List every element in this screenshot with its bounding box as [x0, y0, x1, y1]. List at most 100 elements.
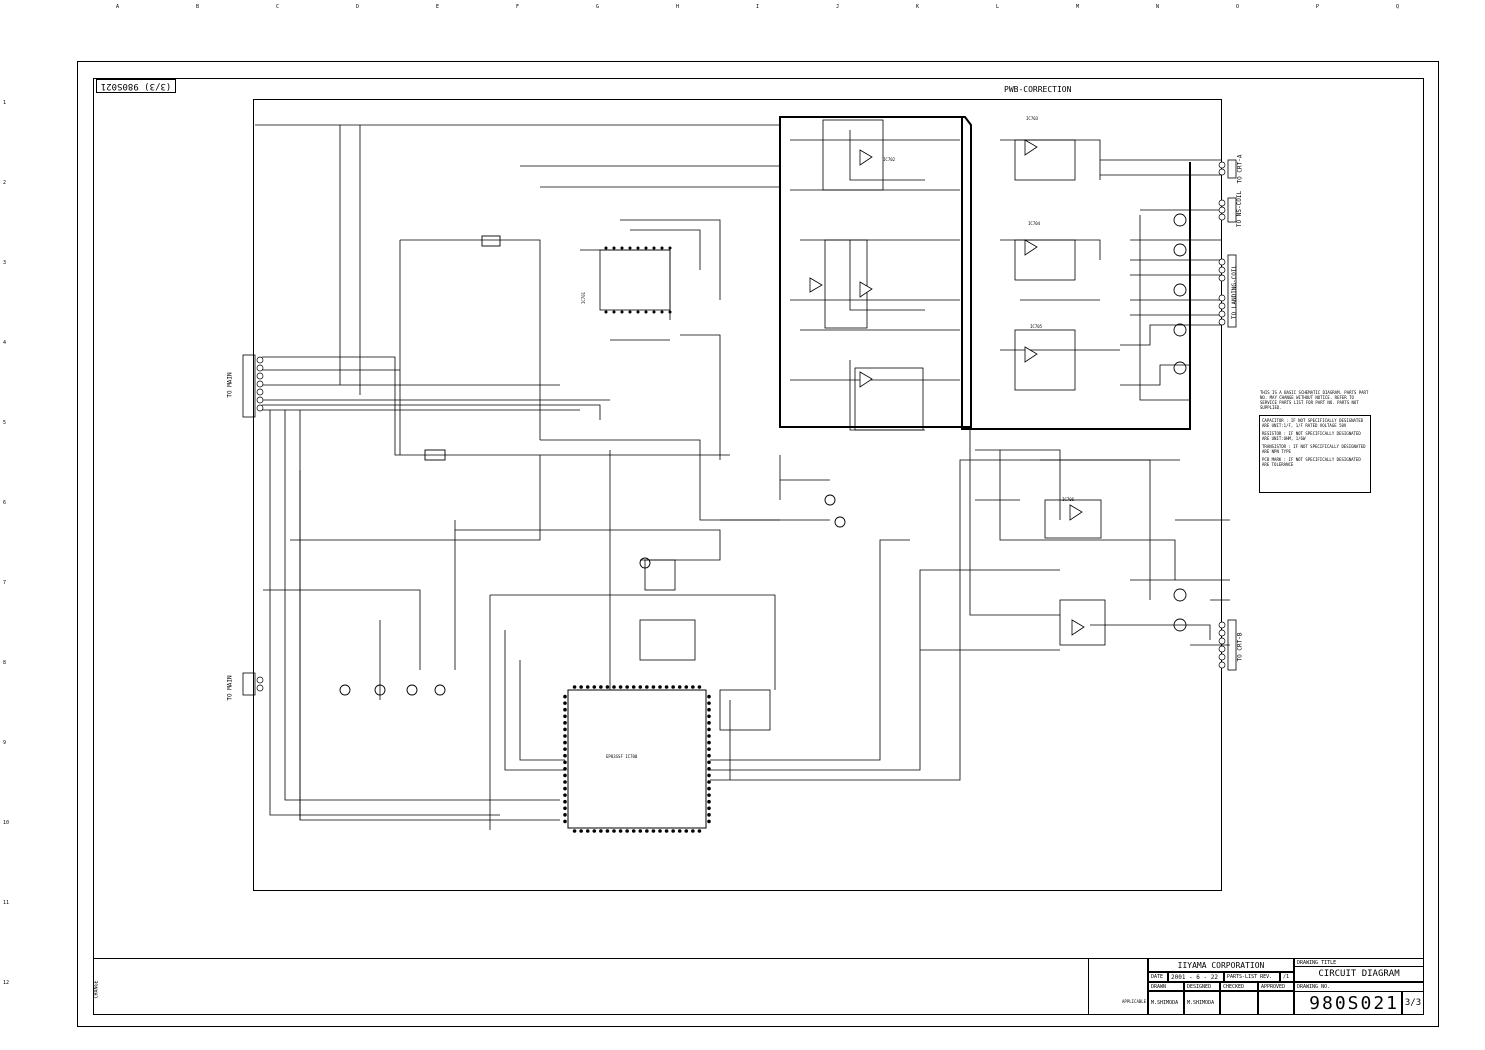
drawn-by: M.SHIMODA [1148, 991, 1184, 1015]
ic-pin [707, 721, 711, 725]
ic-pin [563, 780, 567, 784]
connector-to-ns-coil: TO NS-COIL [1236, 190, 1244, 228]
ic701-label: IC701 [581, 291, 587, 305]
zone-4: 4 [3, 340, 7, 346]
ic-pin [638, 829, 643, 833]
ic-pin [638, 685, 643, 689]
connector-to-landing-coil: TO LANDING-COIL [1231, 264, 1239, 320]
ic-pin [605, 685, 610, 689]
zone-12: 12 [3, 980, 10, 986]
zone-5: 5 [3, 420, 7, 426]
ic-pin [684, 685, 689, 689]
ic-pin [585, 829, 590, 833]
drawing-frame [77, 61, 1439, 1027]
legend-resistor: RESISTOR : IF NOT SPECIFICALLY DESIGNATE… [1262, 431, 1361, 441]
zone-f: F [516, 4, 520, 10]
ic-pin [563, 701, 567, 705]
ic-pin [707, 786, 711, 791]
section-title: PWB-CORRECTION [1004, 85, 1072, 94]
ic-pin [707, 727, 711, 732]
ic-pin [563, 786, 567, 791]
ic-pin [664, 685, 669, 689]
zone-3: 3 [3, 260, 7, 266]
ic-pin [563, 753, 567, 758]
ic705-label: IC705 [1030, 324, 1043, 329]
ic-pin [563, 734, 567, 738]
date-label: DATE [1148, 972, 1168, 982]
ic-pin [563, 799, 567, 804]
ic-pin [563, 793, 567, 797]
ic-pin [563, 813, 567, 817]
ic-pin [707, 819, 711, 824]
ic-pin [707, 714, 711, 719]
sheet-number: 3/3 [1402, 991, 1424, 1015]
ic-pin [563, 727, 567, 732]
checked-label: CHECKED [1220, 982, 1258, 991]
ic-pin [605, 829, 610, 833]
drawing-title: CIRCUIT DIAGRAM [1294, 966, 1424, 982]
date-value: 2001 - 6 - 22 [1168, 972, 1224, 982]
ic-pin [677, 829, 682, 833]
ic-pin [592, 685, 597, 689]
zone-d: D [356, 4, 360, 10]
amp-block-outline-right [961, 117, 1191, 430]
parts-list-label: PARTS-LIST REV. [1224, 972, 1280, 982]
ic-pin [563, 714, 567, 719]
ic-pin [618, 829, 623, 833]
ic-pin [592, 829, 597, 833]
ic-pin [664, 829, 669, 833]
connector-to-main-2: TO MAIN [226, 675, 234, 701]
zone-a: A [116, 4, 120, 10]
ic-pin [707, 767, 711, 771]
ic-pin [612, 685, 616, 689]
ic701-pin [644, 310, 648, 314]
zone-8: 8 [3, 660, 7, 666]
ic701-pin [612, 246, 616, 250]
ic-pin [707, 813, 711, 817]
zone-e: E [436, 4, 440, 10]
zone-i: I [756, 4, 760, 10]
ic701-pin [660, 246, 664, 250]
ic-pin [671, 685, 675, 689]
ic-pin [707, 799, 711, 804]
ic-pin [707, 701, 711, 705]
ic-pin [651, 829, 656, 833]
connector-to-crt-b: TO CRT-B [1236, 632, 1244, 662]
ic-pin [677, 685, 682, 689]
approved-by [1258, 991, 1294, 1015]
zone-c: C [276, 4, 280, 10]
drawing-title-label: DRAWING TITLE [1294, 958, 1424, 966]
zone-g: G [596, 4, 600, 10]
ic-pin [707, 707, 711, 712]
ic706-label: IC706 [1062, 497, 1075, 502]
ic701-pin [668, 246, 672, 250]
ic-pin [563, 694, 567, 699]
zone-b: B [196, 4, 200, 10]
ic701-pin [612, 310, 616, 314]
connector-to-crt-a: TO CRT-A [1236, 154, 1244, 184]
ic-pin [684, 829, 689, 833]
ic-pin [599, 829, 603, 833]
ic-pin [645, 829, 649, 833]
ic-pin [707, 773, 711, 778]
ic-pin [625, 685, 629, 689]
main-ic-label: EP83SSF IC700 [606, 754, 638, 759]
ic-pin [625, 829, 629, 833]
ic-pin [563, 773, 567, 778]
ic701-pin [604, 310, 608, 314]
ic701-pin [628, 246, 632, 250]
ic-pin [707, 740, 711, 745]
ic-pin [563, 721, 567, 725]
approved-label: APPROVED [1258, 982, 1294, 991]
checked-by [1220, 991, 1258, 1015]
ic-pin [563, 707, 567, 712]
zone-l: L [996, 4, 1000, 10]
zone-q: Q [1396, 4, 1400, 10]
ic-pin [579, 685, 583, 689]
zone-n: N [1156, 4, 1160, 10]
ic-pin [563, 767, 567, 771]
ic701-pin [636, 246, 640, 250]
amp-block-outline [779, 116, 972, 428]
ic-pin [707, 806, 711, 811]
